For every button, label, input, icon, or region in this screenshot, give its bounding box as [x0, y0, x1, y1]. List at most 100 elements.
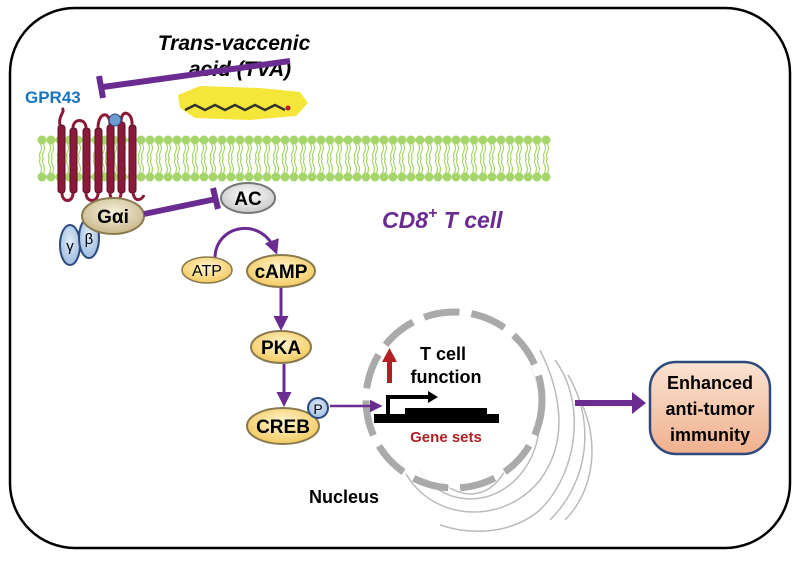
lipid-head: [496, 172, 506, 182]
lipid-tail: [155, 157, 163, 174]
lipid-tail: [443, 143, 451, 160]
lipid-tail: [281, 157, 289, 174]
lipid-head: [379, 135, 389, 145]
tva-inhibits-gpr43: [96, 58, 291, 99]
lipid-tail: [200, 157, 208, 174]
ac-label: AC: [234, 189, 262, 210]
lipid-tail: [137, 143, 145, 160]
lipid-head: [415, 135, 425, 145]
lipid-head: [244, 172, 254, 182]
outcome-box: [648, 360, 772, 456]
to-outcome-arrowhead: [632, 392, 646, 414]
lipid-head: [271, 172, 281, 182]
lipid-tail: [227, 157, 235, 174]
lipid-tail: [380, 157, 388, 174]
lipid-tail: [488, 157, 496, 174]
lipid-head: [361, 172, 371, 182]
lipid-tail: [371, 157, 379, 174]
lipid-head: [325, 172, 335, 182]
lipid-head: [514, 172, 524, 182]
lipid-tail: [398, 143, 406, 160]
outcome-line1: Enhanced: [667, 373, 753, 393]
lipid-head: [316, 135, 326, 145]
lipid-head: [469, 135, 479, 145]
lipid-tail: [416, 157, 424, 174]
lipid-head: [208, 135, 218, 145]
lipid-tail: [353, 143, 361, 160]
outcome-line3: immunity: [670, 425, 750, 445]
lipid-tail: [209, 143, 217, 160]
lipid-tail: [335, 157, 343, 174]
lipid-tail: [290, 143, 298, 160]
lipid-tail: [506, 143, 514, 160]
lipid-tail: [407, 143, 415, 160]
lipid-head: [136, 172, 146, 182]
lipid-tail: [146, 157, 154, 174]
lipid-head: [145, 135, 155, 145]
lipid-head: [334, 135, 344, 145]
lipid-head: [145, 172, 155, 182]
lipid-head: [496, 135, 506, 145]
tva-molecule: [178, 86, 308, 120]
lipid-tail: [443, 157, 451, 174]
lipid-head: [226, 172, 236, 182]
gpr43-receptor: [57, 106, 146, 202]
lipid-head: [451, 172, 461, 182]
lipid-head: [253, 135, 263, 145]
lipid-head: [46, 172, 56, 182]
lipid-head: [289, 172, 299, 182]
lipid-head: [46, 135, 56, 145]
lipid-head: [253, 172, 263, 182]
lipid-tail: [389, 157, 397, 174]
lipid-tail: [299, 143, 307, 160]
lipid-head: [154, 172, 164, 182]
lipid-head: [541, 172, 551, 182]
lipid-head: [361, 135, 371, 145]
lipid-tail: [398, 157, 406, 174]
lipid-tail: [362, 143, 370, 160]
nucleus-envelope: [362, 308, 546, 492]
lipid-head: [397, 172, 407, 182]
pka-node: [250, 330, 312, 364]
function-label-line1: T cell: [420, 344, 466, 364]
lipid-tail: [308, 157, 316, 174]
gamma-label: γ: [66, 238, 74, 255]
lipid-tail: [452, 143, 460, 160]
lipid-head: [442, 172, 452, 182]
lipid-head: [460, 135, 470, 145]
nucleus-label: Nucleus: [309, 487, 379, 507]
lipid-tail: [317, 143, 325, 160]
lipid-head: [505, 172, 515, 182]
lipid-head: [343, 135, 353, 145]
lipid-tail: [272, 143, 280, 160]
lipid-tail: [344, 143, 352, 160]
atp-node: [181, 256, 233, 284]
creb-node: [246, 407, 320, 445]
lipid-tail: [200, 143, 208, 160]
galpha-i-node: [81, 197, 145, 235]
lipid-tail: [542, 143, 550, 160]
lipid-tail: [38, 143, 46, 160]
lipid-tail: [254, 143, 262, 160]
lipid-head: [244, 135, 254, 145]
lipid-tail: [191, 143, 199, 160]
gai-inhibits-ac: [143, 187, 221, 217]
lipid-tail: [452, 157, 460, 174]
lipid-tail: [281, 143, 289, 160]
lipid-tail: [524, 143, 532, 160]
lipid-tail: [344, 157, 352, 174]
lipid-head: [163, 135, 173, 145]
lipid-tail: [389, 143, 397, 160]
lipid-head: [163, 172, 173, 182]
lipid-head: [370, 172, 380, 182]
lipid-head: [208, 172, 218, 182]
lipid-head: [478, 135, 488, 145]
lipid-head: [343, 172, 353, 182]
lipid-head: [217, 172, 227, 182]
lipid-tail: [542, 157, 550, 174]
lipid-head: [235, 172, 245, 182]
lipid-tail: [524, 157, 532, 174]
lipid-head: [181, 172, 191, 182]
lipid-tail: [173, 157, 181, 174]
